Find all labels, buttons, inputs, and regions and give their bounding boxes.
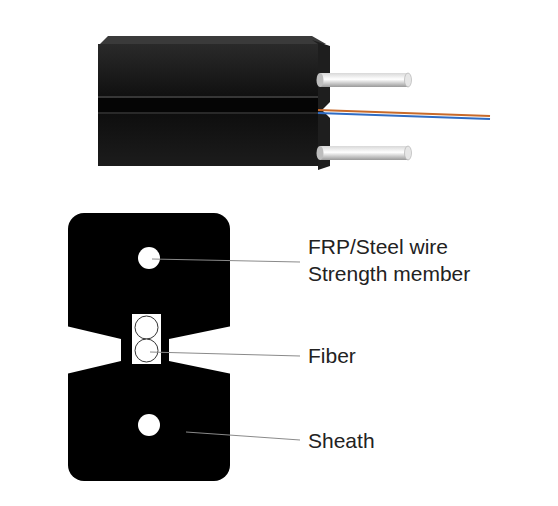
strength-member-top	[138, 247, 160, 269]
cable-groove	[98, 98, 318, 112]
part-label: Sheath	[308, 427, 508, 454]
strength-member-bottom	[138, 414, 160, 436]
rod-top	[320, 73, 408, 87]
leader-line	[150, 352, 300, 356]
notch-left	[66, 326, 121, 374]
fiber-blue	[318, 113, 490, 119]
fiber-cavity	[132, 314, 161, 364]
cable-cross-section	[66, 213, 232, 481]
leader-lines	[150, 259, 300, 440]
fiber-core	[135, 339, 158, 362]
cable-3d	[98, 36, 490, 170]
notch-right	[169, 326, 232, 374]
leader-line	[186, 432, 300, 440]
part-label: FRP/Steel wire Strength member	[308, 233, 513, 287]
leader-line	[152, 259, 300, 262]
cable-front-face	[98, 44, 318, 166]
rod-bottom	[320, 146, 408, 160]
part-label: Fiber	[308, 342, 508, 369]
cable-top-face	[100, 36, 326, 44]
fiber-core	[135, 316, 158, 339]
